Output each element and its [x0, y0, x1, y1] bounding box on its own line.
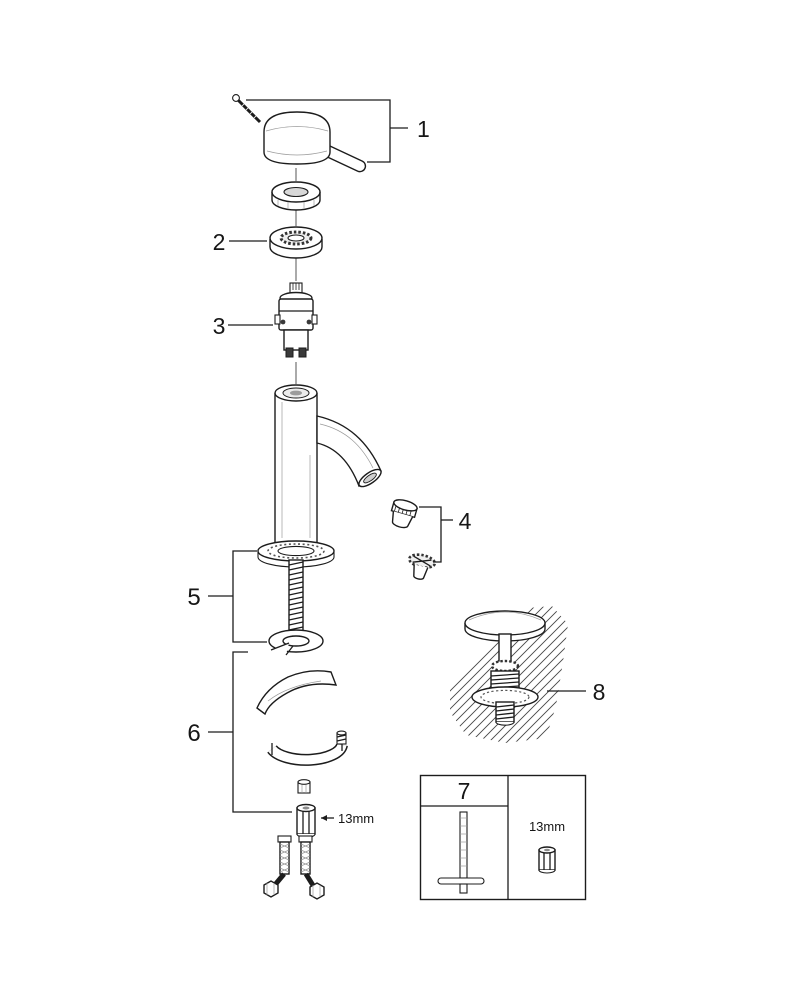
callout-8-label: 8	[593, 679, 606, 705]
part-3-cartridge	[274, 282, 318, 358]
part-4-flow-straightener	[407, 553, 437, 580]
part-5-base-gasket	[257, 540, 335, 568]
faucet-body	[274, 384, 382, 554]
part-5-threaded-shank	[288, 559, 304, 633]
part-handle-lever	[263, 111, 367, 173]
callout-2: 2	[213, 229, 267, 255]
callout-6: 6	[187, 651, 292, 813]
part-6-wedge	[256, 670, 338, 716]
callout-4-label: 4	[459, 508, 472, 534]
callout-1-label: 1	[417, 116, 430, 142]
part-4-mousseur	[390, 499, 418, 529]
callout-1: 1	[246, 99, 430, 163]
part-5-horseshoe-washer	[268, 629, 324, 656]
part-6-nut	[297, 779, 311, 794]
callout-3-label: 3	[213, 313, 226, 339]
callout-8: 8	[547, 679, 605, 705]
callout-3: 3	[213, 313, 273, 339]
hex-adapter	[538, 846, 556, 874]
part-2-ring	[269, 226, 323, 259]
callout-7-label: 7	[458, 778, 471, 804]
hex-size-inline-label: 13mm	[338, 811, 374, 826]
part-6-mounting-bracket	[267, 730, 348, 766]
callout-5: 5	[187, 550, 267, 643]
callout-6-label: 6	[187, 720, 200, 747]
supply-hoses	[263, 835, 325, 900]
hex-size-box-label: 13mm	[529, 819, 565, 834]
socket-tool	[437, 811, 485, 894]
part-6-hex-standoff	[296, 803, 316, 839]
part-cap-ring	[271, 181, 321, 211]
callout-4: 4	[419, 506, 472, 563]
hex-size-callout: 13mm	[321, 811, 374, 826]
callout-2-label: 2	[213, 229, 226, 255]
part-handle-screw	[232, 94, 262, 124]
callout-5-label: 5	[187, 584, 200, 611]
part-8-popup-waste	[464, 610, 546, 726]
part-7-toolbox: 7 13mm	[419, 774, 587, 901]
